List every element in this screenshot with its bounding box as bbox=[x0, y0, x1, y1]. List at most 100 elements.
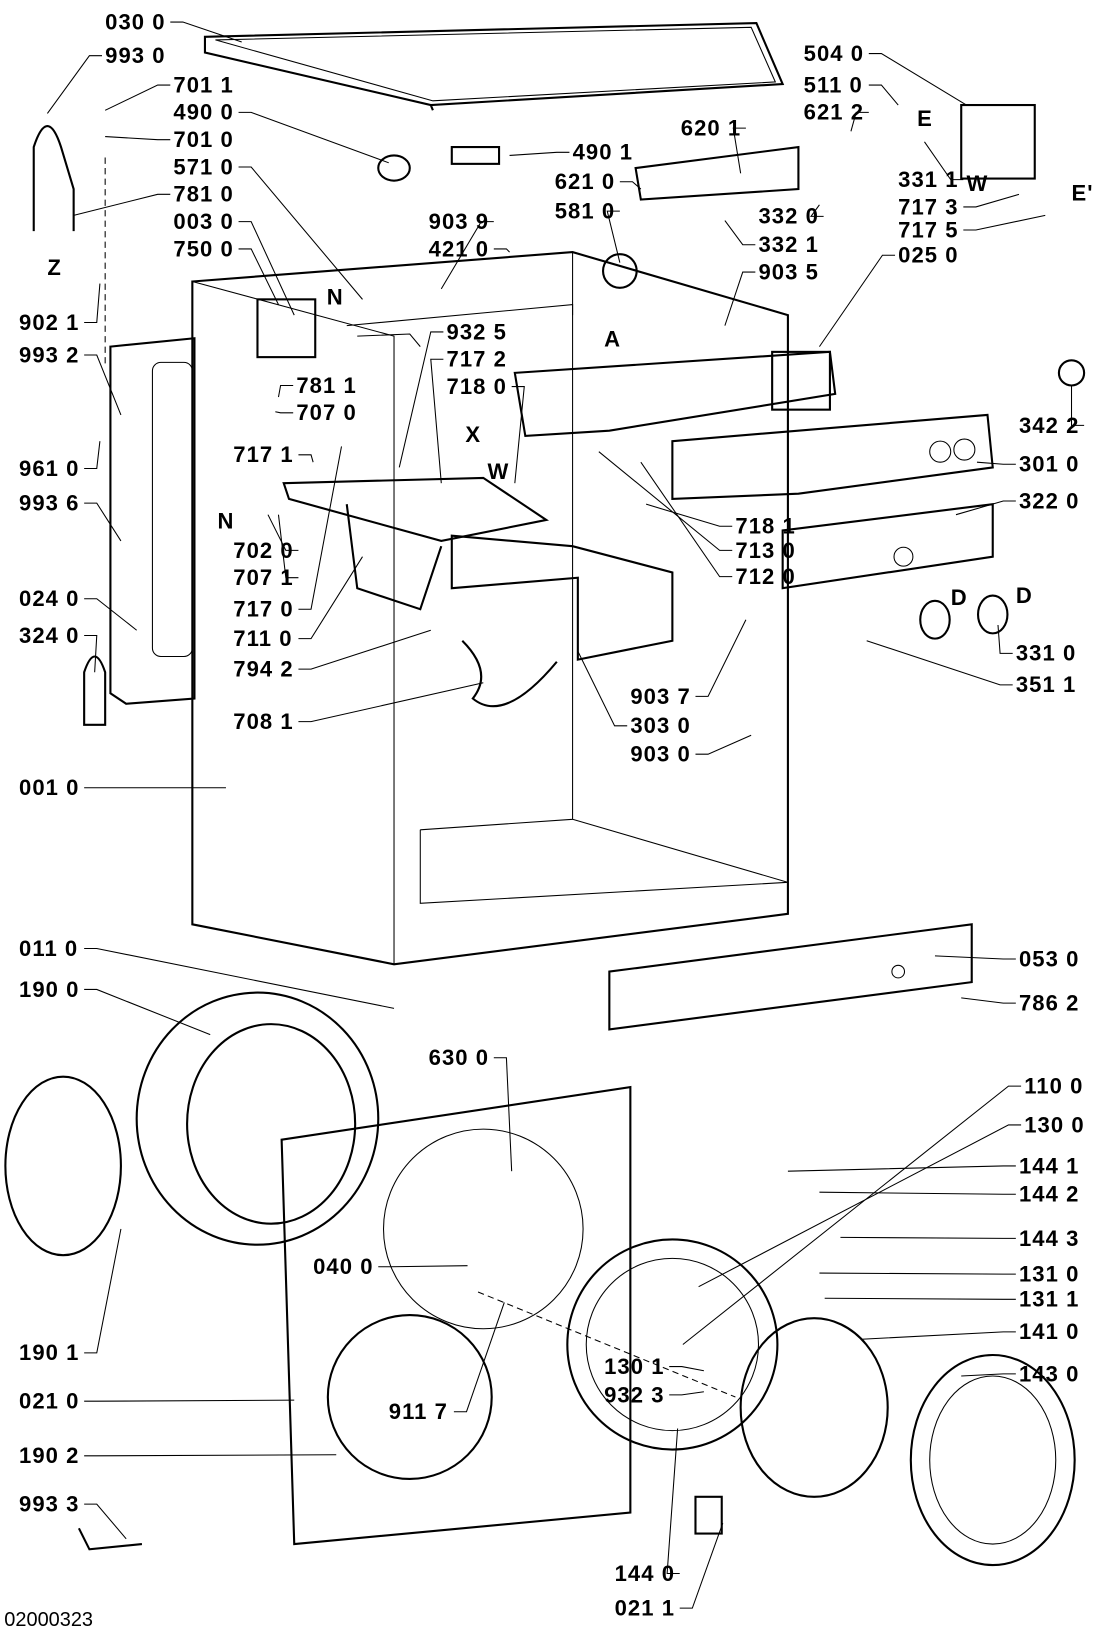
knob-hole bbox=[929, 440, 952, 463]
part-label: 131 0 bbox=[1019, 1261, 1079, 1286]
leader-line bbox=[453, 1302, 505, 1413]
part-label: 903 9 bbox=[429, 209, 489, 234]
part-label: 718 0 bbox=[447, 374, 507, 399]
part-label: 301 0 bbox=[1019, 452, 1079, 477]
part-label: 630 0 bbox=[429, 1045, 489, 1070]
part-label: 040 0 bbox=[313, 1254, 373, 1279]
leader-line bbox=[809, 204, 824, 217]
diagram-code: 02000323 bbox=[4, 1609, 93, 1631]
leader-line bbox=[669, 1391, 704, 1396]
leader-line bbox=[398, 331, 444, 468]
leader-line bbox=[695, 619, 747, 697]
part-label: 421 0 bbox=[429, 236, 489, 261]
leader-line bbox=[682, 1085, 1022, 1345]
part-label: 021 0 bbox=[19, 1389, 79, 1414]
part-label: 717 5 bbox=[898, 217, 958, 242]
leader-line bbox=[170, 21, 242, 43]
leader-line bbox=[666, 1428, 680, 1574]
part-label: 110 0 bbox=[1024, 1073, 1083, 1098]
assembly-axis bbox=[104, 157, 736, 1398]
leader-line bbox=[645, 503, 733, 527]
front-panel-opening bbox=[382, 1128, 584, 1330]
leader-line bbox=[277, 384, 294, 398]
leader-line bbox=[606, 210, 621, 263]
part-label: 621 0 bbox=[555, 169, 615, 194]
part-label: 331 0 bbox=[1016, 641, 1076, 666]
part-label: 713 0 bbox=[735, 538, 795, 563]
part-label: 021 1 bbox=[615, 1595, 675, 1620]
part-label: 130 1 bbox=[604, 1354, 664, 1379]
part-label: 993 6 bbox=[19, 490, 79, 515]
leader-line bbox=[84, 1228, 122, 1354]
parts-drawing bbox=[4, 22, 1086, 1567]
reference-marker: N bbox=[327, 285, 344, 310]
door-seal-ring bbox=[135, 991, 380, 1246]
leader-line bbox=[669, 1366, 704, 1372]
leader-line bbox=[866, 640, 1013, 686]
leader-line bbox=[963, 193, 1020, 208]
water-valve-box bbox=[256, 298, 317, 359]
part-label: 332 0 bbox=[759, 204, 819, 229]
mains-plug bbox=[377, 154, 411, 182]
part-label: 712 0 bbox=[735, 564, 795, 589]
leader-line bbox=[298, 682, 484, 723]
leader-line bbox=[724, 220, 756, 246]
leader-line bbox=[695, 734, 752, 755]
leader-line bbox=[298, 556, 363, 640]
part-label: 911 7 bbox=[389, 1399, 448, 1424]
leader-line bbox=[840, 1236, 1016, 1239]
leader-line bbox=[619, 181, 642, 190]
leader-line bbox=[934, 955, 1016, 960]
leader-line bbox=[732, 127, 746, 174]
part-label: 993 0 bbox=[105, 43, 165, 68]
leader-line bbox=[238, 111, 389, 164]
part-label: 717 3 bbox=[898, 194, 958, 219]
part-label: 701 0 bbox=[173, 127, 233, 152]
part-label: 903 7 bbox=[630, 684, 690, 709]
reference-marker: A bbox=[604, 327, 621, 352]
programmer-timer bbox=[960, 103, 1036, 180]
part-label: 717 0 bbox=[233, 597, 293, 622]
detergent-drawer bbox=[450, 534, 674, 661]
inlet-hose bbox=[32, 125, 75, 232]
leader-line bbox=[824, 1297, 1016, 1300]
door-outer-ring-inner bbox=[929, 1375, 1057, 1545]
reference-marker: W bbox=[488, 459, 510, 484]
leader-line bbox=[963, 214, 1046, 231]
leader-line bbox=[819, 1191, 1016, 1195]
leader-line bbox=[961, 997, 1016, 1004]
leader-line bbox=[84, 283, 101, 323]
part-label: 144 3 bbox=[1019, 1226, 1079, 1251]
leader-line bbox=[861, 1331, 1016, 1340]
leader-line bbox=[818, 254, 896, 347]
part-label: 332 1 bbox=[759, 232, 819, 257]
foot-part bbox=[83, 655, 107, 726]
knob bbox=[919, 599, 951, 640]
leader-line bbox=[84, 634, 98, 673]
part-label: 322 0 bbox=[1019, 488, 1079, 513]
part-label: 903 0 bbox=[630, 742, 690, 767]
door-glass bbox=[739, 1317, 889, 1498]
reference-marker: D bbox=[1016, 583, 1033, 608]
leader-line bbox=[298, 446, 343, 610]
control-module bbox=[771, 350, 831, 411]
leader-line bbox=[819, 1272, 1016, 1275]
leader-line bbox=[238, 166, 363, 300]
leader-line bbox=[378, 1265, 468, 1268]
leader-line bbox=[84, 947, 395, 1009]
door-hinge-cover bbox=[694, 1495, 723, 1535]
leader-line bbox=[493, 1057, 513, 1172]
part-label: 932 5 bbox=[447, 319, 507, 344]
part-label: 324 0 bbox=[19, 623, 79, 648]
leader-line bbox=[73, 193, 171, 216]
front-panel bbox=[280, 1085, 632, 1546]
leader-line bbox=[298, 454, 314, 463]
part-label: 961 0 bbox=[19, 456, 79, 481]
knob-hole bbox=[953, 438, 976, 461]
leader-line bbox=[598, 451, 733, 551]
door-frame bbox=[566, 1238, 779, 1451]
cabinet-edges bbox=[192, 252, 789, 965]
